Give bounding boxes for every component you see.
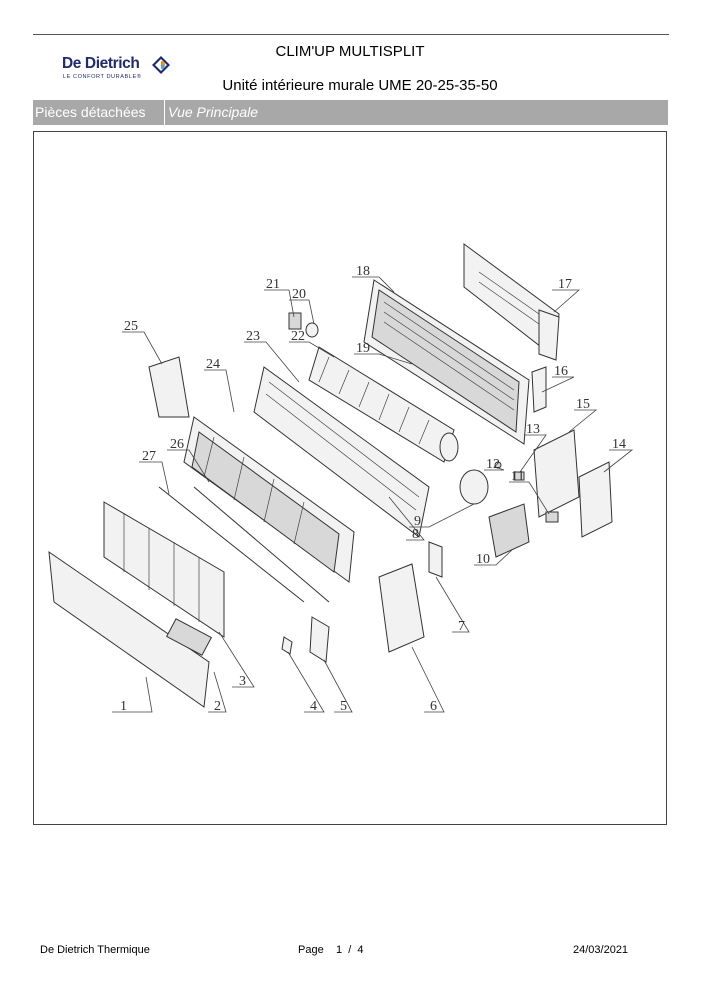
callout-5: 5 bbox=[340, 699, 347, 714]
callout-20: 20 bbox=[292, 287, 306, 302]
callout-8: 8 bbox=[412, 527, 419, 542]
callout-18: 18 bbox=[356, 264, 370, 279]
section-label: Pièces détachées bbox=[33, 100, 165, 125]
callout-14: 14 bbox=[612, 437, 626, 452]
callout-17: 17 bbox=[558, 277, 572, 292]
callout-3: 3 bbox=[239, 674, 246, 689]
callout-22: 22 bbox=[291, 329, 305, 344]
part-13-connector bbox=[513, 471, 525, 481]
callout-7: 7 bbox=[458, 619, 465, 634]
document-subtitle: Unité intérieure murale UME 20-25-35-50 bbox=[222, 77, 498, 94]
part-7-cover bbox=[428, 541, 443, 578]
part-3-air-filter bbox=[103, 501, 225, 638]
callout-12: 12 bbox=[486, 457, 500, 472]
callout-13: 13 bbox=[526, 422, 540, 437]
part-9-fan-motor bbox=[459, 469, 489, 505]
part-23-evaporator bbox=[253, 366, 430, 538]
part-20-bearing bbox=[305, 322, 319, 338]
callout-27: 27 bbox=[142, 449, 156, 464]
brand-diamond-icon bbox=[152, 56, 170, 74]
page-total: 4 bbox=[357, 944, 364, 956]
part-11-sensor bbox=[545, 511, 559, 523]
part-25-side-cover bbox=[148, 356, 190, 418]
brand-tagline: LE CONFORT DURABLE® bbox=[63, 74, 142, 80]
footer-pagination: Page 1 / 4 bbox=[298, 944, 364, 956]
footer-date: 24/03/2021 bbox=[573, 944, 629, 956]
diagram-frame: 1 2 3 4 5 6 7 8 9 10 11 12 13 14 15 16 1… bbox=[33, 131, 667, 825]
part-6-right-cover bbox=[378, 563, 425, 653]
callout-24: 24 bbox=[206, 357, 220, 372]
callout-11: 11 bbox=[511, 469, 524, 484]
callout-4: 4 bbox=[310, 699, 317, 714]
callout-10: 10 bbox=[476, 552, 490, 567]
part-5-bracket bbox=[309, 616, 330, 663]
callout-26: 26 bbox=[170, 437, 184, 452]
part-4-clip bbox=[281, 636, 293, 655]
callout-6: 6 bbox=[430, 699, 437, 714]
footer-company: De Dietrich Thermique bbox=[40, 944, 150, 956]
part-2-display bbox=[165, 618, 213, 656]
callout-19: 19 bbox=[356, 341, 370, 356]
callout-1: 1 bbox=[120, 699, 127, 714]
callout-21: 21 bbox=[266, 277, 280, 292]
part-24-front-frame bbox=[183, 416, 355, 583]
callout-25: 25 bbox=[124, 319, 138, 334]
page-separator: / bbox=[348, 944, 352, 956]
part-18-chassis bbox=[363, 279, 530, 445]
page-label: Page bbox=[298, 944, 324, 956]
section-bar: Pièces détachées Vue Principale bbox=[33, 100, 668, 125]
callout-9: 9 bbox=[414, 514, 421, 529]
exploded-view-diagram: 1 2 3 4 5 6 7 8 9 10 11 12 13 14 15 16 1… bbox=[48, 243, 634, 714]
part-17-mounting-plate bbox=[463, 243, 560, 361]
brand-name: De Dietrich bbox=[62, 55, 140, 72]
callout-23: 23 bbox=[246, 329, 260, 344]
part-16-bracket bbox=[531, 366, 547, 413]
part-26-strip bbox=[193, 486, 330, 603]
callout-16: 16 bbox=[554, 364, 568, 379]
document-title: CLIM'UP MULTISPLIT bbox=[275, 43, 425, 60]
part-14-control-cover bbox=[578, 461, 613, 538]
part-10-stepper-motor bbox=[488, 503, 530, 558]
part-21-bearing-holder bbox=[288, 312, 302, 330]
part-27-strip bbox=[158, 486, 305, 603]
header-rule bbox=[33, 34, 669, 35]
view-label: Vue Principale bbox=[168, 104, 259, 120]
brand-logo: De Dietrich LE CONFORT DURABLE® bbox=[62, 53, 177, 85]
callout-2: 2 bbox=[214, 699, 221, 714]
callout-15: 15 bbox=[576, 397, 590, 412]
part-1-front-panel bbox=[48, 550, 210, 708]
page-current: 1 bbox=[335, 944, 343, 956]
part-22-tangential-fan bbox=[308, 346, 459, 463]
